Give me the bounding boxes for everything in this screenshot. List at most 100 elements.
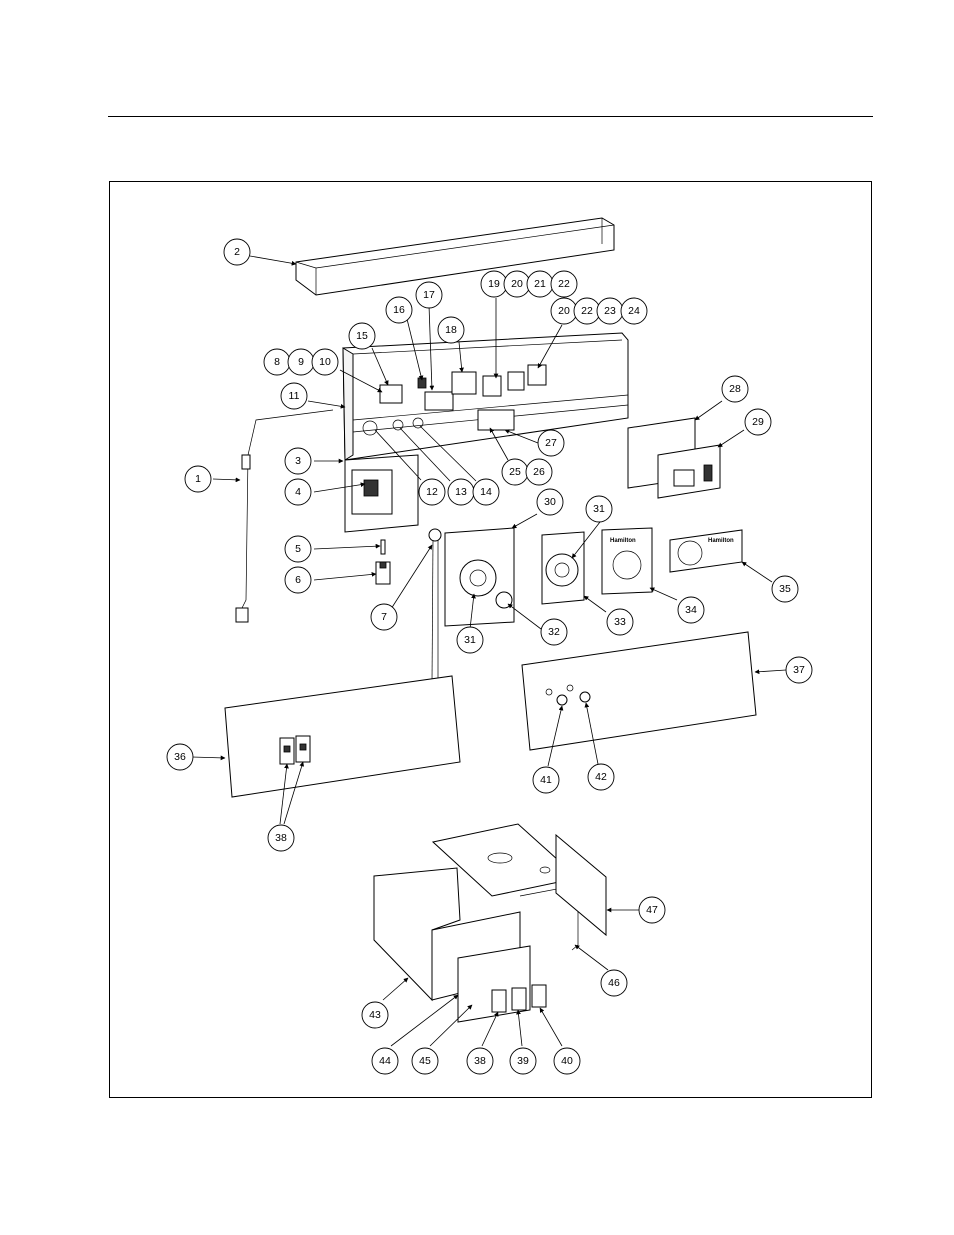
callout-number: 42 [595,771,607,783]
callout-number: 32 [548,626,560,638]
callout-number: 34 [685,604,697,616]
component-15 [379,384,403,404]
callout-number: 22 [558,278,570,290]
bracket-27 [477,409,515,431]
callout-number: 43 [369,1009,381,1021]
callout-circle [267,824,295,852]
callout-number: 21 [534,278,546,290]
callout-circle [284,535,312,563]
callout-circle [361,1001,389,1029]
callout-number: 30 [544,496,556,508]
callout-circle [311,348,339,376]
callout-circle [550,270,578,298]
callout-number: 38 [474,1055,486,1067]
callout-12: 12 [418,478,446,506]
callout-circle [284,447,312,475]
relay-20 [507,371,525,391]
callout-13: 13 [447,478,475,506]
callout-number: 31 [464,634,476,646]
sensor-cord-7 [428,528,442,683]
switch-38-c [491,989,507,1013]
callout-25: 25 [501,458,529,486]
callout-circle [472,478,500,506]
callout-number: 1 [195,473,201,485]
dial-brand-label-2: Hamilton [708,538,734,544]
relay-24 [527,364,547,386]
component-17 [424,391,454,411]
callout-number: 36 [174,751,186,763]
callout-number: 13 [455,486,467,498]
callout-1: 1 [184,465,212,493]
callout-number: 5 [295,543,301,555]
callout-circle [370,603,398,631]
callout-39: 39 [509,1047,537,1075]
front-panel-36 [224,675,461,798]
probe-cable [235,409,334,623]
callout-circle [721,375,749,403]
dial-face-35: Hamilton [669,529,743,573]
callout-circle [280,382,308,410]
callout-number: 19 [488,278,500,290]
grommet-12 [362,420,378,436]
callout-45: 45 [411,1047,439,1075]
callout-36: 36 [166,743,194,771]
callout-number: 8 [274,356,280,368]
callout-circle [456,626,484,654]
callout-circle [606,608,634,636]
callout-number: 38 [275,832,287,844]
callout-31-a: 31 [585,495,613,523]
callout-number: 39 [517,1055,529,1067]
control-board-29 [657,444,721,499]
callout-circle [553,1047,581,1075]
dial-brand-label: Hamilton [610,538,636,544]
callout-number: 37 [793,664,805,676]
callout-28: 28 [721,375,749,403]
callout-number: 15 [356,330,368,342]
callout-number: 26 [533,466,545,478]
callout-number: 44 [379,1055,391,1067]
callout-16: 16 [385,296,413,324]
dial-plate-30 [444,527,515,627]
callout-3: 3 [284,447,312,475]
callout-number: 12 [426,486,438,498]
callout-number: 28 [729,383,741,395]
callout-circle [785,656,813,684]
callout-number: 29 [752,416,764,428]
callout-14: 14 [472,478,500,506]
callout-9: 9 [287,348,315,376]
callout-35: 35 [771,575,799,603]
callout-circle [771,575,799,603]
callout-circle [587,763,615,791]
callout-42: 42 [587,763,615,791]
callout-circle [411,1047,439,1075]
callout-23: 23 [596,297,624,325]
callout-labels: 2 1 3 4 5 6 7 8 9 10 11 12 13 14 15 16 1… [166,238,813,1075]
callout-circle [600,969,628,997]
switch-39 [511,987,527,1011]
callout-8: 8 [263,348,291,376]
callout-circle [437,316,465,344]
callout-47: 47 [638,896,666,924]
callout-circle [415,281,443,309]
callout-circle [223,238,251,266]
callout-circle [537,429,565,457]
callout-circle [585,495,613,523]
callout-number: 3 [295,455,301,467]
fuse-5 [380,539,386,555]
callout-17: 17 [415,281,443,309]
callout-circle [166,743,194,771]
callout-circle [638,896,666,924]
callout-6: 6 [284,566,312,594]
grommet-13 [392,419,404,431]
callout-number: 9 [298,356,304,368]
callout-number: 16 [393,304,405,316]
lamp-41 [556,694,568,706]
callout-number: 31 [593,503,605,515]
callout-circle [540,618,568,646]
callout-26: 26 [525,458,553,486]
callout-number: 41 [540,774,552,786]
callout-10: 10 [311,348,339,376]
callout-38-b: 38 [466,1047,494,1075]
callout-circle [284,478,312,506]
